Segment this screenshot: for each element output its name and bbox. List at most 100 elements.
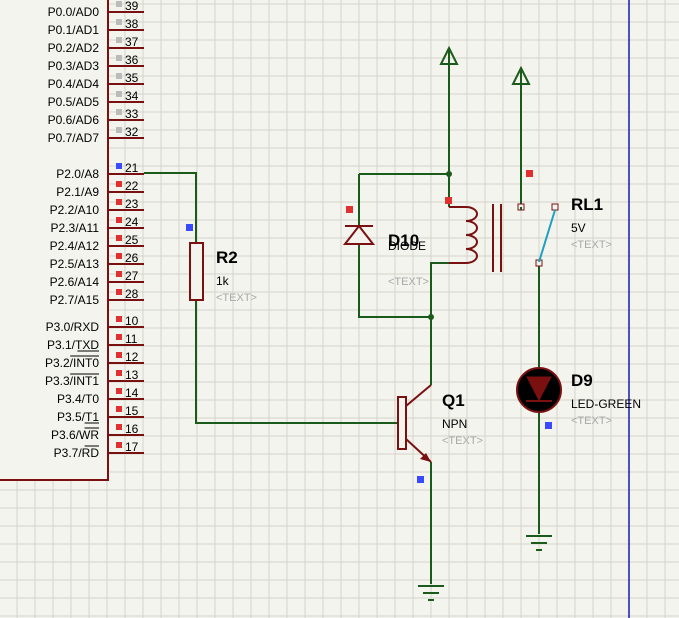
transistor-emitter-arrow bbox=[420, 453, 431, 462]
mcu-pin-label: P3.1/TXD bbox=[47, 338, 99, 352]
relay-coil bbox=[449, 204, 502, 272]
wire-p20-r2[interactable] bbox=[144, 172, 197, 243]
mcu-pin-label: P2.7/A15 bbox=[50, 293, 100, 307]
mcu-pin-number: 38 bbox=[125, 17, 139, 31]
mcu-pin-label: P2.0/A8 bbox=[56, 167, 99, 181]
pin-state-marker bbox=[116, 73, 122, 79]
mcu-pin-label: P0.4/AD4 bbox=[48, 77, 100, 91]
mcu-pin-number: 33 bbox=[125, 107, 139, 121]
diode-d10[interactable]: D10 DIODE <TEXT> bbox=[342, 206, 429, 288]
d10-value: DIODE bbox=[388, 239, 426, 253]
led-d9[interactable]: D9 LED-GREEN <TEXT> bbox=[516, 367, 641, 429]
mcu-pin-number: 37 bbox=[125, 35, 139, 49]
d9-text: <TEXT> bbox=[571, 415, 612, 427]
pin-state-marker bbox=[116, 388, 122, 394]
wire-coil-collector[interactable] bbox=[430, 262, 449, 385]
power-terminal-vcc-2[interactable] bbox=[511, 65, 531, 85]
mcu-pin-number: 23 bbox=[125, 197, 139, 211]
pin-state-marker bbox=[116, 1, 122, 7]
pin-state-marker bbox=[116, 19, 122, 25]
pin-state-marker bbox=[116, 37, 122, 43]
resistor-r2[interactable]: R2 1k <TEXT> bbox=[186, 224, 257, 304]
power-terminal-vcc-1[interactable] bbox=[439, 45, 459, 65]
wires bbox=[144, 64, 540, 584]
d10-ref: D10 bbox=[388, 231, 419, 250]
wire-r2-q1-base[interactable] bbox=[195, 300, 398, 424]
mcu-pin-label: P3.3/INT1 bbox=[45, 374, 99, 388]
mcu-pin-label: P2.6/A14 bbox=[50, 275, 100, 289]
mcu-pin-number: 32 bbox=[125, 125, 139, 139]
mcu-pin-label: P2.2/A10 bbox=[50, 203, 100, 217]
mcu-pin-number: 26 bbox=[125, 251, 139, 265]
resistor-body bbox=[189, 242, 204, 301]
pin-state-marker bbox=[186, 224, 193, 231]
mcu-pin-label: P0.7/AD7 bbox=[48, 131, 100, 145]
d10-text: <TEXT> bbox=[388, 276, 429, 288]
mcu-pin-number: 35 bbox=[125, 71, 139, 85]
pin-state-marker bbox=[116, 316, 122, 322]
junction-dot bbox=[428, 314, 434, 320]
relay-terminal bbox=[551, 203, 559, 211]
mcu-pin-number: 28 bbox=[125, 287, 139, 301]
mcu-pin-number: 39 bbox=[125, 0, 139, 13]
pin-state-marker bbox=[526, 170, 533, 177]
r2-ref: R2 bbox=[216, 248, 238, 267]
mcu-pin-label: P2.3/A11 bbox=[51, 221, 100, 235]
pin-state-marker bbox=[116, 253, 122, 259]
rl1-text: <TEXT> bbox=[571, 239, 612, 251]
mcu-pin-label: P0.2/AD2 bbox=[48, 41, 100, 55]
pin-state-marker bbox=[116, 217, 122, 223]
q1-value: NPN bbox=[442, 417, 467, 431]
mcu-body bbox=[0, 0, 109, 481]
mcu-pin-number: 17 bbox=[125, 440, 139, 454]
mcu-pin-label: P2.4/A12 bbox=[50, 239, 100, 253]
pin-state-marker bbox=[116, 424, 122, 430]
pin-state-marker bbox=[116, 127, 122, 133]
pin-state-marker bbox=[545, 422, 552, 429]
led-triangle bbox=[526, 376, 552, 402]
mcu-pin-label: P0.1/AD1 bbox=[48, 23, 100, 37]
pin-state-marker bbox=[116, 352, 122, 358]
mcu-pin-label: P3.0/RXD bbox=[46, 320, 100, 334]
mcu-pin-number: 22 bbox=[125, 179, 139, 193]
pin-state-marker bbox=[116, 199, 122, 205]
pin-state-marker bbox=[116, 442, 122, 448]
mcu-pin-label: P3.4/T0 bbox=[57, 392, 99, 406]
transistor-q1[interactable]: Q1 NPN <TEXT> bbox=[397, 384, 483, 483]
r2-value: 1k bbox=[216, 274, 230, 288]
pin-state-marker bbox=[116, 406, 122, 412]
mcu-pin-label: P3.7/RD bbox=[54, 446, 100, 460]
junction-dot bbox=[446, 171, 452, 177]
mcu-pin-number: 13 bbox=[125, 368, 139, 382]
pin-state-marker bbox=[445, 197, 452, 204]
pin-state-marker bbox=[116, 334, 122, 340]
pin-state-marker bbox=[417, 476, 424, 483]
wire-diode-bottom[interactable] bbox=[358, 244, 431, 318]
ground-symbol-q1[interactable] bbox=[418, 585, 444, 601]
pin-state-marker bbox=[346, 206, 353, 213]
mcu-pin-number: 21 bbox=[125, 161, 139, 175]
q1-text: <TEXT> bbox=[442, 435, 483, 447]
rl1-value: 5V bbox=[571, 221, 586, 235]
relay-rl1[interactable]: RL1 5V <TEXT> bbox=[445, 170, 612, 272]
pin-state-marker bbox=[116, 271, 122, 277]
mcu-pin-label: P0.6/AD6 bbox=[48, 113, 100, 127]
mcu-pin-label: P2.5/A13 bbox=[50, 257, 100, 271]
mcu-pin-label: P3.5/T1 bbox=[57, 410, 99, 424]
transistor-base-bar bbox=[397, 396, 407, 450]
r2-text: <TEXT> bbox=[216, 292, 257, 304]
mcu-pin-number: 16 bbox=[125, 422, 139, 436]
mcu-pin-number: 11 bbox=[125, 332, 138, 346]
mcu-pin-number: 14 bbox=[125, 386, 139, 400]
pin-state-marker bbox=[116, 163, 122, 169]
mcu-pin-number: 10 bbox=[125, 314, 139, 328]
mcu-pin-label: P2.1/A9 bbox=[56, 185, 99, 199]
mcu-pin-number: 36 bbox=[125, 53, 139, 67]
mcu-pin-number: 25 bbox=[125, 233, 139, 247]
transistor-collector bbox=[405, 384, 432, 407]
q1-ref: Q1 bbox=[442, 391, 465, 410]
ground-symbol-d9[interactable] bbox=[526, 535, 552, 551]
